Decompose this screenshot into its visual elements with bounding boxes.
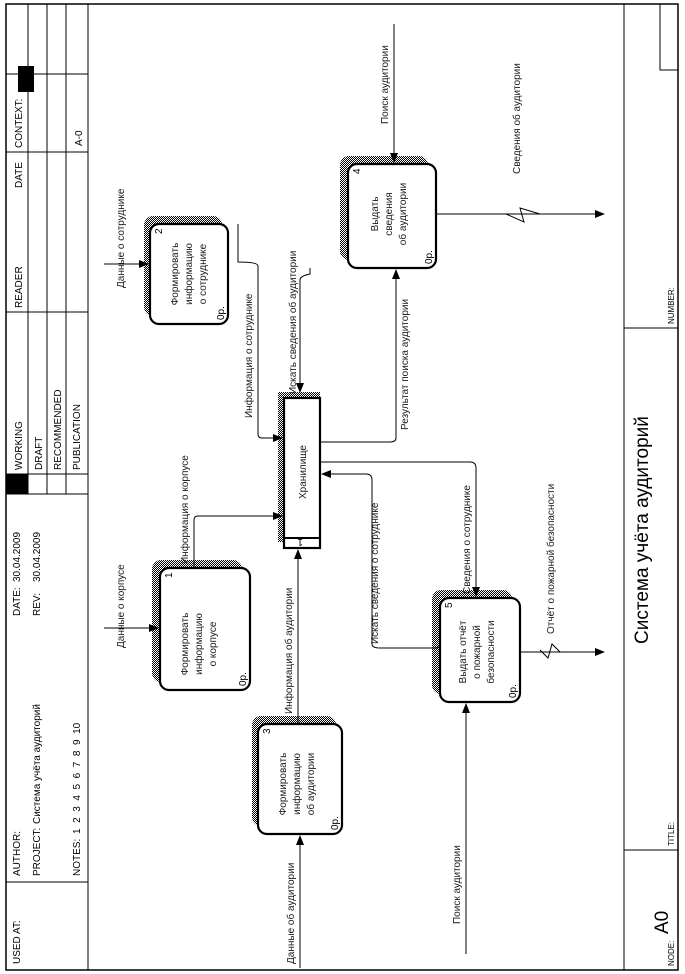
arrow-label-info-sotrudnik: Информация о сотруднике [243,293,255,418]
arrow-label-iskat-aud: Искать сведения об аудитории [287,251,299,394]
arrow-search-aud-top[interactable]: Поиск аудитории [380,24,398,163]
arrow-label-data-sotrudnik: Данные о сотруднике [116,188,127,288]
footer-block: NODE: A0 TITLE: Система учёта аудиторий … [623,3,679,970]
arrow-iskat-aud[interactable]: Искать сведения об аудитории [287,251,311,394]
activity-1-line-1: Формировать [180,613,191,676]
node-label: NODE: [667,941,676,966]
datastore-number: 1 [297,536,303,547]
date-label: DATE: [12,587,23,616]
arrow-svedenia-sotr[interactable]: Сведения о сотруднике [320,461,480,597]
header-block: USED AT: AUTHOR: PROJECT: Система учёта … [6,4,89,970]
activity-2-line-2: информацию [183,243,195,305]
activity-2-cost: 0р. [216,306,227,320]
status-working: WORKING [14,421,25,470]
arrow-label-iskat-sotr: Искать сведения о сотруднике [370,502,381,644]
arrow-label-svedenia-aud: Сведения об аудитории [511,63,523,174]
activity-5-line-1: Выдать отчёт [458,620,469,683]
arrow-label-search-aud-bottom: Поиск аудитории [452,845,463,924]
activity-4-line-1: Выдать [370,197,381,232]
activity-1-cost: 0р. [238,672,249,686]
date-column-label: DATE [14,162,25,188]
arrow-data-korpus[interactable]: Данные о корпусе [104,564,159,648]
activity-box-3[interactable]: Формировать информацию об аудитории 0р. … [252,716,344,836]
arrow-svedenia-aud[interactable]: Сведения об аудитории [436,63,605,223]
status-working-marker [6,474,28,494]
title-label: TITLE: [667,822,676,846]
arrow-label-search-aud-top: Поиск аудитории [380,45,391,124]
activity-1-line-3: о корпусе [208,621,219,666]
activity-4-line-3: об аудитории [397,183,409,245]
activity-4-number: 4 [352,168,363,174]
reader-label: READER [14,266,25,308]
arrow-label-info-auditoria: Информация об аудитории [283,588,295,714]
activity-4-line-2: сведения [384,192,395,235]
activity-5-line-3: безопасности [485,620,497,683]
activity-3-line-2: информацию [291,753,303,815]
rev-label: REV: [32,593,43,616]
activity-1-line-2: информацию [193,613,205,675]
arrow-label-data-korpus: Данные о корпусе [116,564,127,648]
activity-3-line-3: об аудитории [305,753,317,815]
context-node-marker [18,66,34,92]
context-label: CONTEXT: [14,99,25,148]
arrow-info-auditoria[interactable]: Информация об аудитории [283,549,302,724]
project-label: PROJECT: [32,828,43,876]
author-label: AUTHOR: [12,831,23,876]
activity-4-cost: 0р. [424,250,435,264]
rev-value: 30.04.2009 [32,532,43,582]
arrow-result-search[interactable]: Результат поиска аудитории [320,269,411,443]
used-at-label: USED AT: [12,920,23,964]
project-value: Система учёта аудиторий [32,704,43,824]
notes-numbers: 1 2 3 4 5 6 7 8 9 10 [72,722,83,834]
status-publication: PUBLICATION [72,404,83,470]
activity-box-4[interactable]: Выдать сведения об аудитории 0р. 4 [340,156,438,270]
activity-2-line-3: о сотруднике [198,243,209,304]
node-value: A0 [652,911,673,934]
activity-1-number: 1 [164,572,175,578]
arrow-otchet[interactable]: Отчёт о пожарной безопасности [520,484,605,659]
arrow-iskat-sotr[interactable]: Искать сведения о сотруднике [321,470,441,649]
datastore-label: Хранилище [298,445,309,499]
arrow-data-auditoria[interactable]: Данные об аудитории [285,835,304,968]
arrow-label-info-korpus: Информация о корпусе [179,455,191,564]
activity-5-cost: 0р. [508,684,519,698]
number-label: NUMBER: [667,287,676,324]
activity-5-line-2: о пожарной [472,625,483,679]
notes-label: NOTES: [72,839,83,876]
activity-2-number: 2 [154,228,165,234]
number-box [659,3,679,71]
datastore-box[interactable]: 1 Хранилище [278,392,322,550]
arrow-info-korpus[interactable]: Информация о корпусе [179,455,283,568]
arrow-label-otchet: Отчёт о пожарной безопасности [545,484,557,634]
activity-3-cost: 0р. [330,816,341,830]
arrow-search-aud-bottom[interactable]: Поиск аудитории [452,703,470,954]
context-node: A-0 [74,130,85,146]
activity-5-number: 5 [444,602,455,608]
arrow-label-result-search: Результат поиска аудитории [400,299,411,430]
arrow-info-sotrudnik[interactable]: Информация о сотруднике [237,224,283,442]
date-value: 30.04.2009 [12,532,23,582]
activity-box-1[interactable]: Формировать информацию о корпусе 0р. 1 [152,560,252,692]
status-draft: DRAFT [34,437,45,470]
arrow-label-data-auditoria: Данные об аудитории [285,863,297,964]
arrow-label-svedenia-sotr: Сведения о сотруднике [462,485,473,594]
activity-3-number: 3 [262,728,273,734]
arrow-data-sotrudnik[interactable]: Данные о сотруднике [104,188,149,288]
activity-box-5[interactable]: Выдать отчёт о пожарной безопасности 0р.… [432,590,522,704]
activity-2-line-1: Формировать [170,243,181,306]
activity-box-2[interactable]: Формировать информацию о сотруднике 0р. … [144,216,230,326]
activity-3-line-1: Формировать [278,753,289,816]
status-recommended: RECOMMENDED [53,389,64,470]
diagram-title: Система учёта аудиторий [632,416,653,644]
